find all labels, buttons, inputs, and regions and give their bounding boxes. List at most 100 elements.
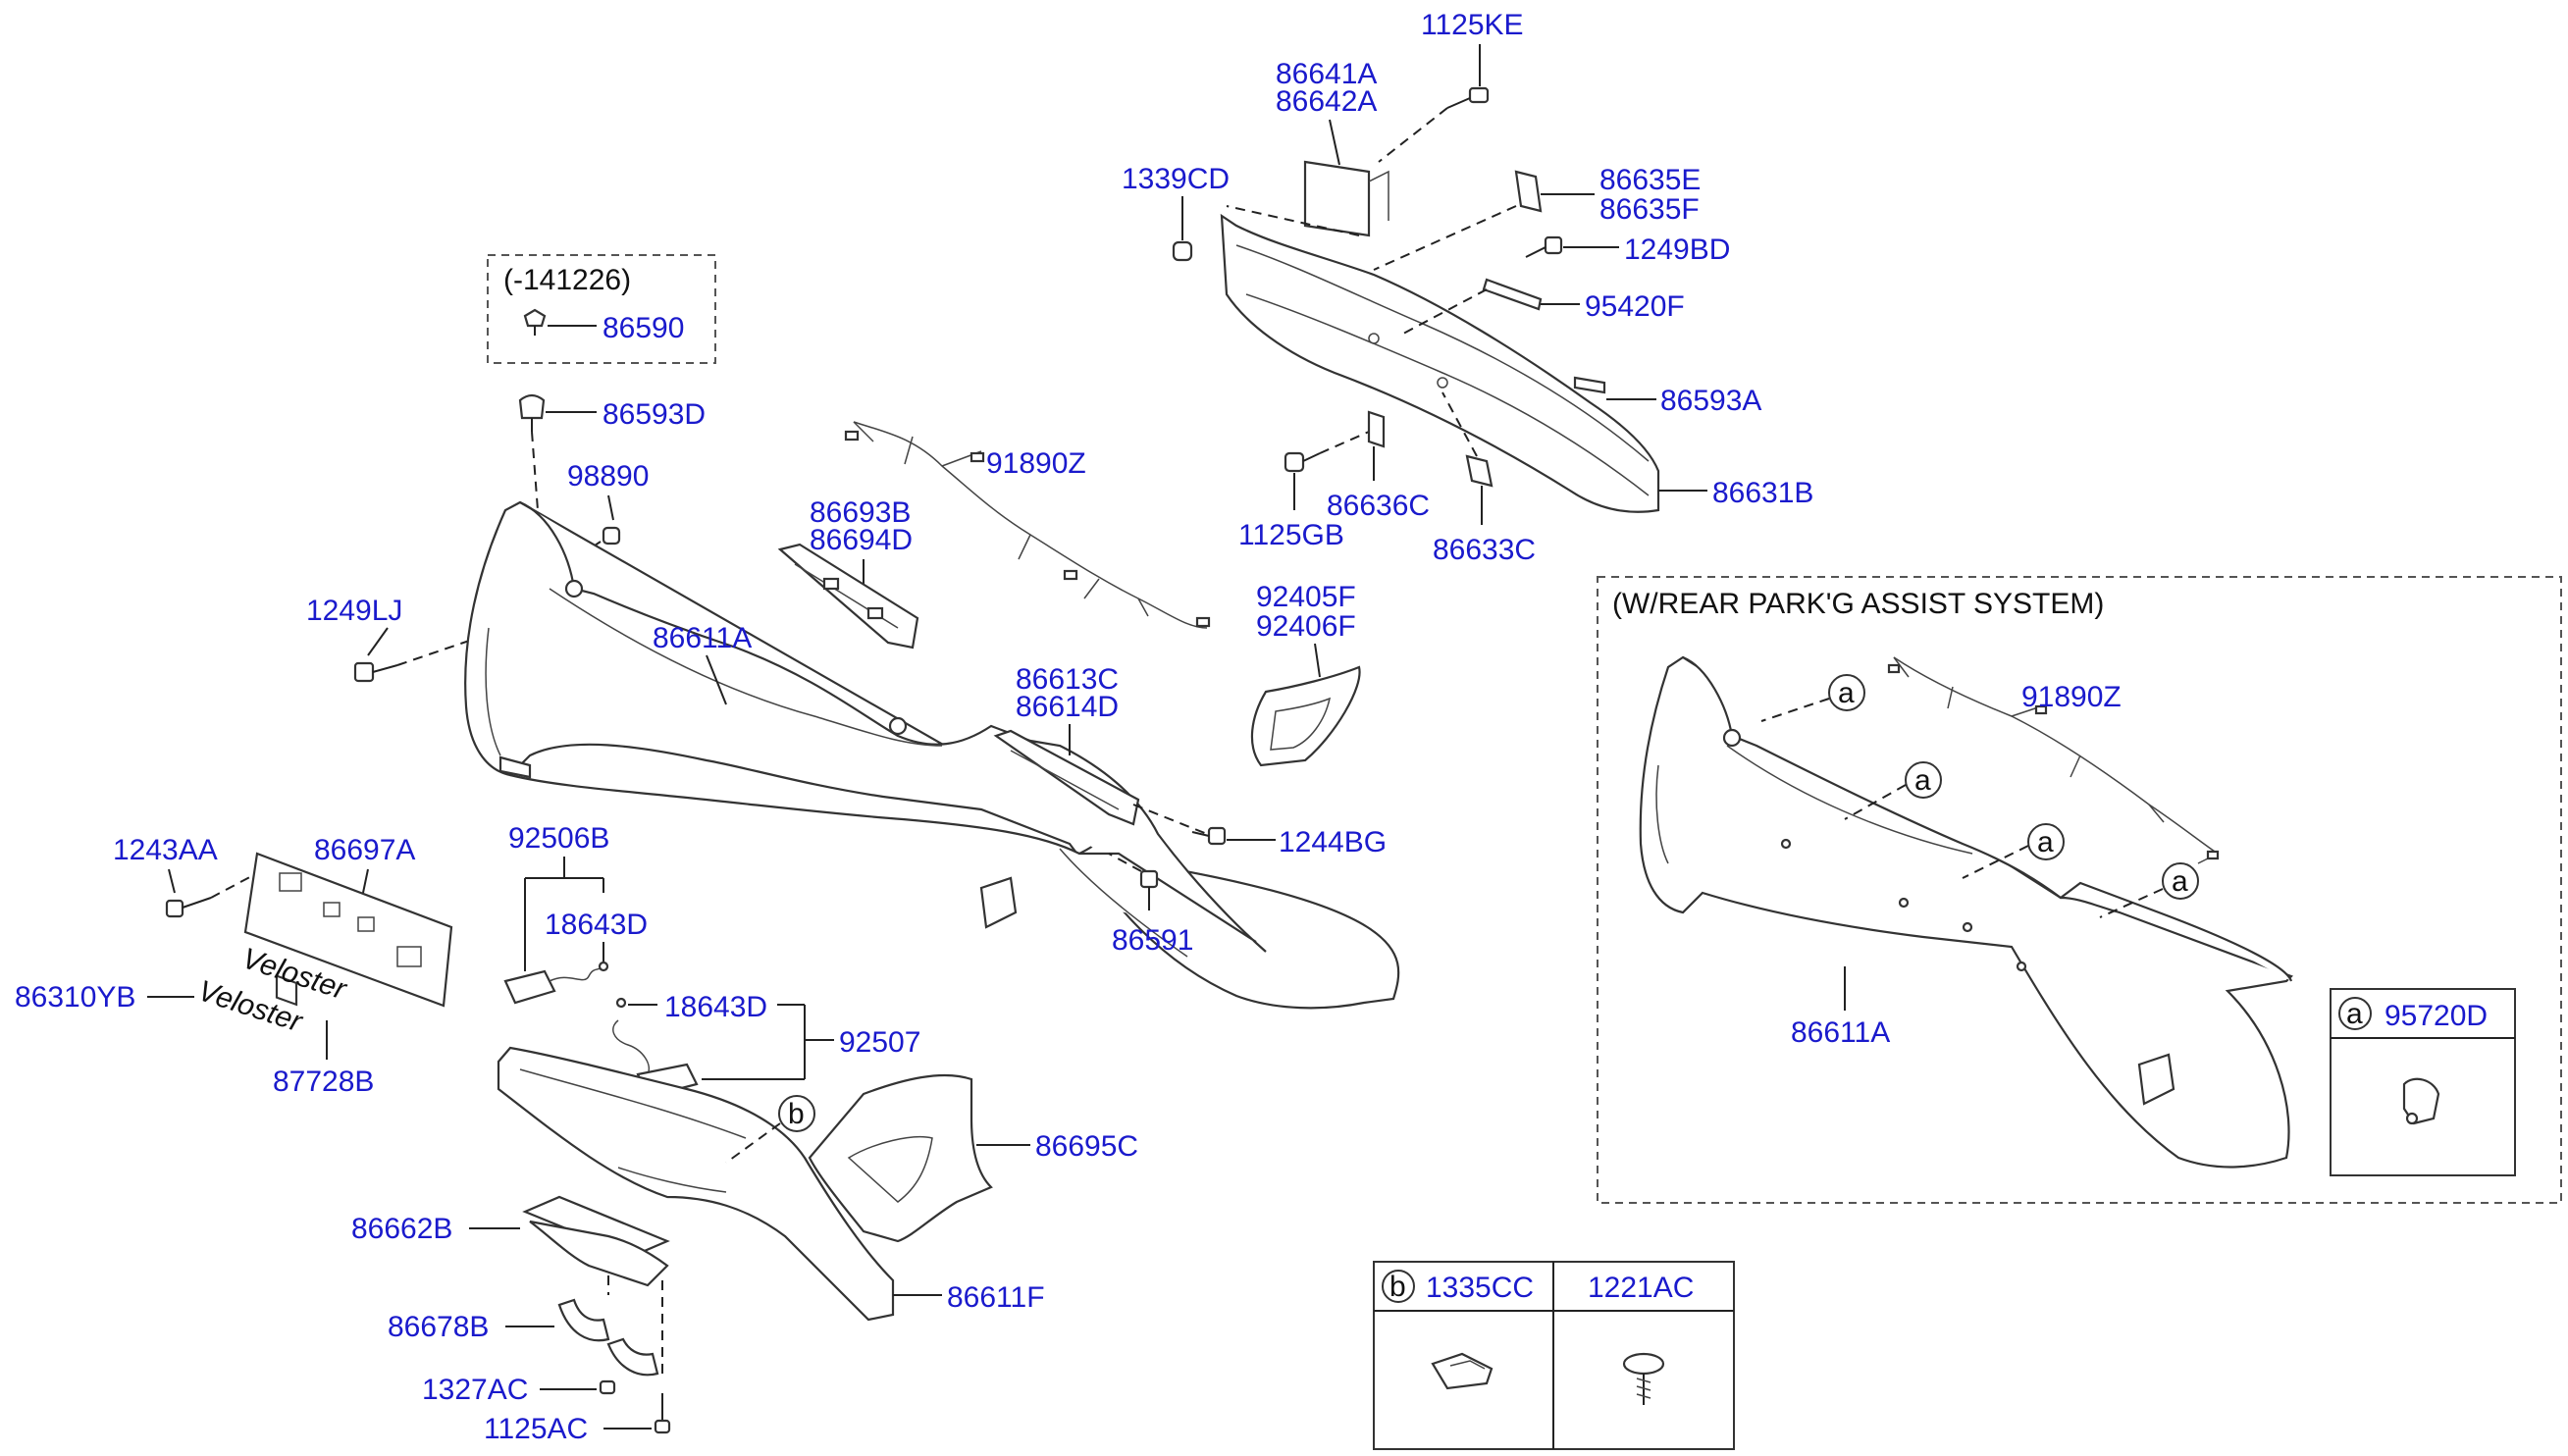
reinforcement-beam-86631b — [1220, 213, 1660, 513]
label-18643d-lower[interactable]: 18643D — [664, 991, 767, 1023]
label-inset-86611a[interactable]: 86611A — [1791, 1016, 1890, 1049]
bracket-86693b-icon — [777, 543, 919, 650]
label-1244bg[interactable]: 1244BG — [1279, 826, 1387, 858]
callout-a-label-3: a — [2037, 826, 2054, 858]
label-1335cc[interactable]: 1335CC — [1426, 1272, 1534, 1304]
screw-1244bg-icon — [1191, 826, 1227, 846]
park-assist-note: (W/REAR PARK'G ASSIST SYSTEM) — [1612, 588, 2104, 620]
label-86614d[interactable]: 86614D — [1016, 691, 1119, 723]
clip-98890-icon — [602, 526, 621, 546]
license-lamp-92506b-icon — [503, 961, 609, 1005]
callout-a-circle-3[interactable] — [2027, 823, 2065, 860]
bracket-plate-86641a-icon — [1303, 160, 1389, 237]
callout-a-circle-2[interactable] — [1905, 761, 1942, 799]
label-86611a[interactable]: 86611A — [653, 622, 752, 654]
callout-b-circle-legend — [1382, 1270, 1415, 1303]
sensor-95720d-icon — [2402, 1077, 2440, 1125]
label-86678b[interactable]: 86678B — [388, 1311, 489, 1343]
label-95420f[interactable]: 95420F — [1585, 290, 1685, 323]
label-98890[interactable]: 98890 — [567, 460, 649, 493]
label-87728b[interactable]: 87728B — [273, 1066, 374, 1098]
inset-bumper-86611a — [1639, 655, 2293, 1169]
label-1339cd[interactable]: 1339CD — [1122, 163, 1230, 195]
label-92405f[interactable]: 92405F — [1256, 581, 1356, 613]
label-86631b[interactable]: 86631B — [1712, 477, 1813, 509]
screw-1249lj-icon — [353, 661, 398, 683]
label-86593d[interactable]: 86593D — [603, 398, 706, 431]
screw-1243aa-icon — [165, 897, 212, 918]
lower-diffuser-86611f — [497, 1046, 895, 1322]
label-86635e[interactable]: 86635E — [1599, 164, 1701, 196]
label-92406f[interactable]: 92406F — [1256, 610, 1356, 643]
label-95720d[interactable]: 95720D — [2385, 1000, 2488, 1032]
label-1125gb[interactable]: 1125GB — [1238, 519, 1344, 551]
label-86635f[interactable]: 86635F — [1599, 193, 1700, 226]
label-1125ke[interactable]: 1125KE — [1421, 9, 1524, 41]
clip-86593d-icon — [518, 393, 546, 432]
label-91890z[interactable]: 91890Z — [986, 447, 1086, 480]
callout-a-label-4: a — [2172, 865, 2188, 898]
label-86693b[interactable]: 86693B — [810, 496, 911, 529]
clip-1335cc-icon — [1431, 1352, 1494, 1390]
label-86636c[interactable]: 86636C — [1327, 490, 1430, 522]
bolt-1125ac-icon — [654, 1393, 671, 1434]
inset-wiring-91890z-icon — [1887, 656, 2220, 864]
bracket-86636c-icon — [1367, 410, 1386, 448]
label-1221ac[interactable]: 1221AC — [1588, 1272, 1694, 1304]
label-86695c[interactable]: 86695C — [1035, 1130, 1138, 1163]
callout-b-label: b — [788, 1098, 805, 1130]
label-86642a[interactable]: 86642A — [1276, 85, 1377, 118]
rear-bumper-cover-86611a — [464, 500, 1400, 1010]
date-range-box — [487, 254, 716, 364]
bracket-86635e-icon — [1514, 170, 1543, 213]
label-inset-91890z[interactable]: 91890Z — [2021, 681, 2122, 713]
retainer-95420f-icon — [1482, 278, 1543, 311]
callout-a-label-2: a — [1914, 764, 1931, 797]
label-86593a[interactable]: 86593A — [1660, 385, 1761, 417]
date-range-note: (-141226) — [503, 264, 631, 296]
label-86697a[interactable]: 86697A — [314, 834, 415, 866]
label-18643d-upper[interactable]: 18643D — [545, 909, 648, 941]
bolt-1125ke-icon — [1446, 86, 1490, 109]
callout-a-circle-1[interactable] — [1828, 674, 1865, 711]
nut-1327ac-icon — [599, 1379, 616, 1395]
label-86611f[interactable]: 86611F — [947, 1281, 1045, 1314]
callout-a-label-legend: a — [2346, 998, 2363, 1030]
nut-1339cd-icon — [1172, 240, 1193, 262]
label-86633c[interactable]: 86633C — [1433, 534, 1536, 566]
label-92506b[interactable]: 92506B — [508, 822, 609, 855]
reflector-92405f-icon — [1250, 665, 1361, 767]
label-86590[interactable]: 86590 — [603, 312, 684, 344]
label-1249lj[interactable]: 1249LJ — [306, 595, 402, 627]
bracket-86613c-icon — [993, 729, 1140, 826]
bolt-1125gb-icon — [1284, 451, 1321, 473]
bracket-86662b-icon — [522, 1195, 670, 1287]
label-86694d[interactable]: 86694D — [810, 524, 913, 556]
label-1243aa[interactable]: 1243AA — [113, 834, 218, 866]
callout-b-label-legend: b — [1389, 1271, 1406, 1303]
label-1249bd[interactable]: 1249BD — [1624, 234, 1730, 266]
screw-1221ac-icon — [1622, 1352, 1665, 1405]
label-86613c[interactable]: 86613C — [1016, 663, 1119, 696]
box-95720d — [2330, 988, 2516, 1176]
label-1327ac[interactable]: 1327AC — [422, 1374, 528, 1406]
side-cover-86695c — [808, 1073, 993, 1243]
label-86662b[interactable]: 86662B — [351, 1213, 452, 1245]
label-86310yb[interactable]: 86310YB — [15, 981, 135, 1014]
label-1125ac[interactable]: 1125AC — [484, 1413, 588, 1445]
label-92507[interactable]: 92507 — [839, 1026, 920, 1059]
wiring-harness-91890z-icon — [844, 421, 1211, 629]
screw-1249bd-icon — [1525, 235, 1563, 258]
callout-b-circle[interactable] — [778, 1095, 815, 1132]
label-86591[interactable]: 86591 — [1112, 924, 1193, 957]
park-assist-inset — [1597, 576, 2562, 1204]
pad-86593a-icon — [1573, 376, 1606, 394]
bracket-86633c-icon — [1465, 454, 1494, 488]
label-86641a[interactable]: 86641A — [1276, 58, 1377, 90]
license-plate-holder-86697a — [243, 852, 453, 1008]
clip-86590-icon — [523, 308, 547, 336]
callout-a-circle-legend — [2338, 997, 2372, 1030]
screw-86591-icon — [1139, 869, 1159, 910]
callout-a-circle-4[interactable] — [2162, 862, 2199, 900]
